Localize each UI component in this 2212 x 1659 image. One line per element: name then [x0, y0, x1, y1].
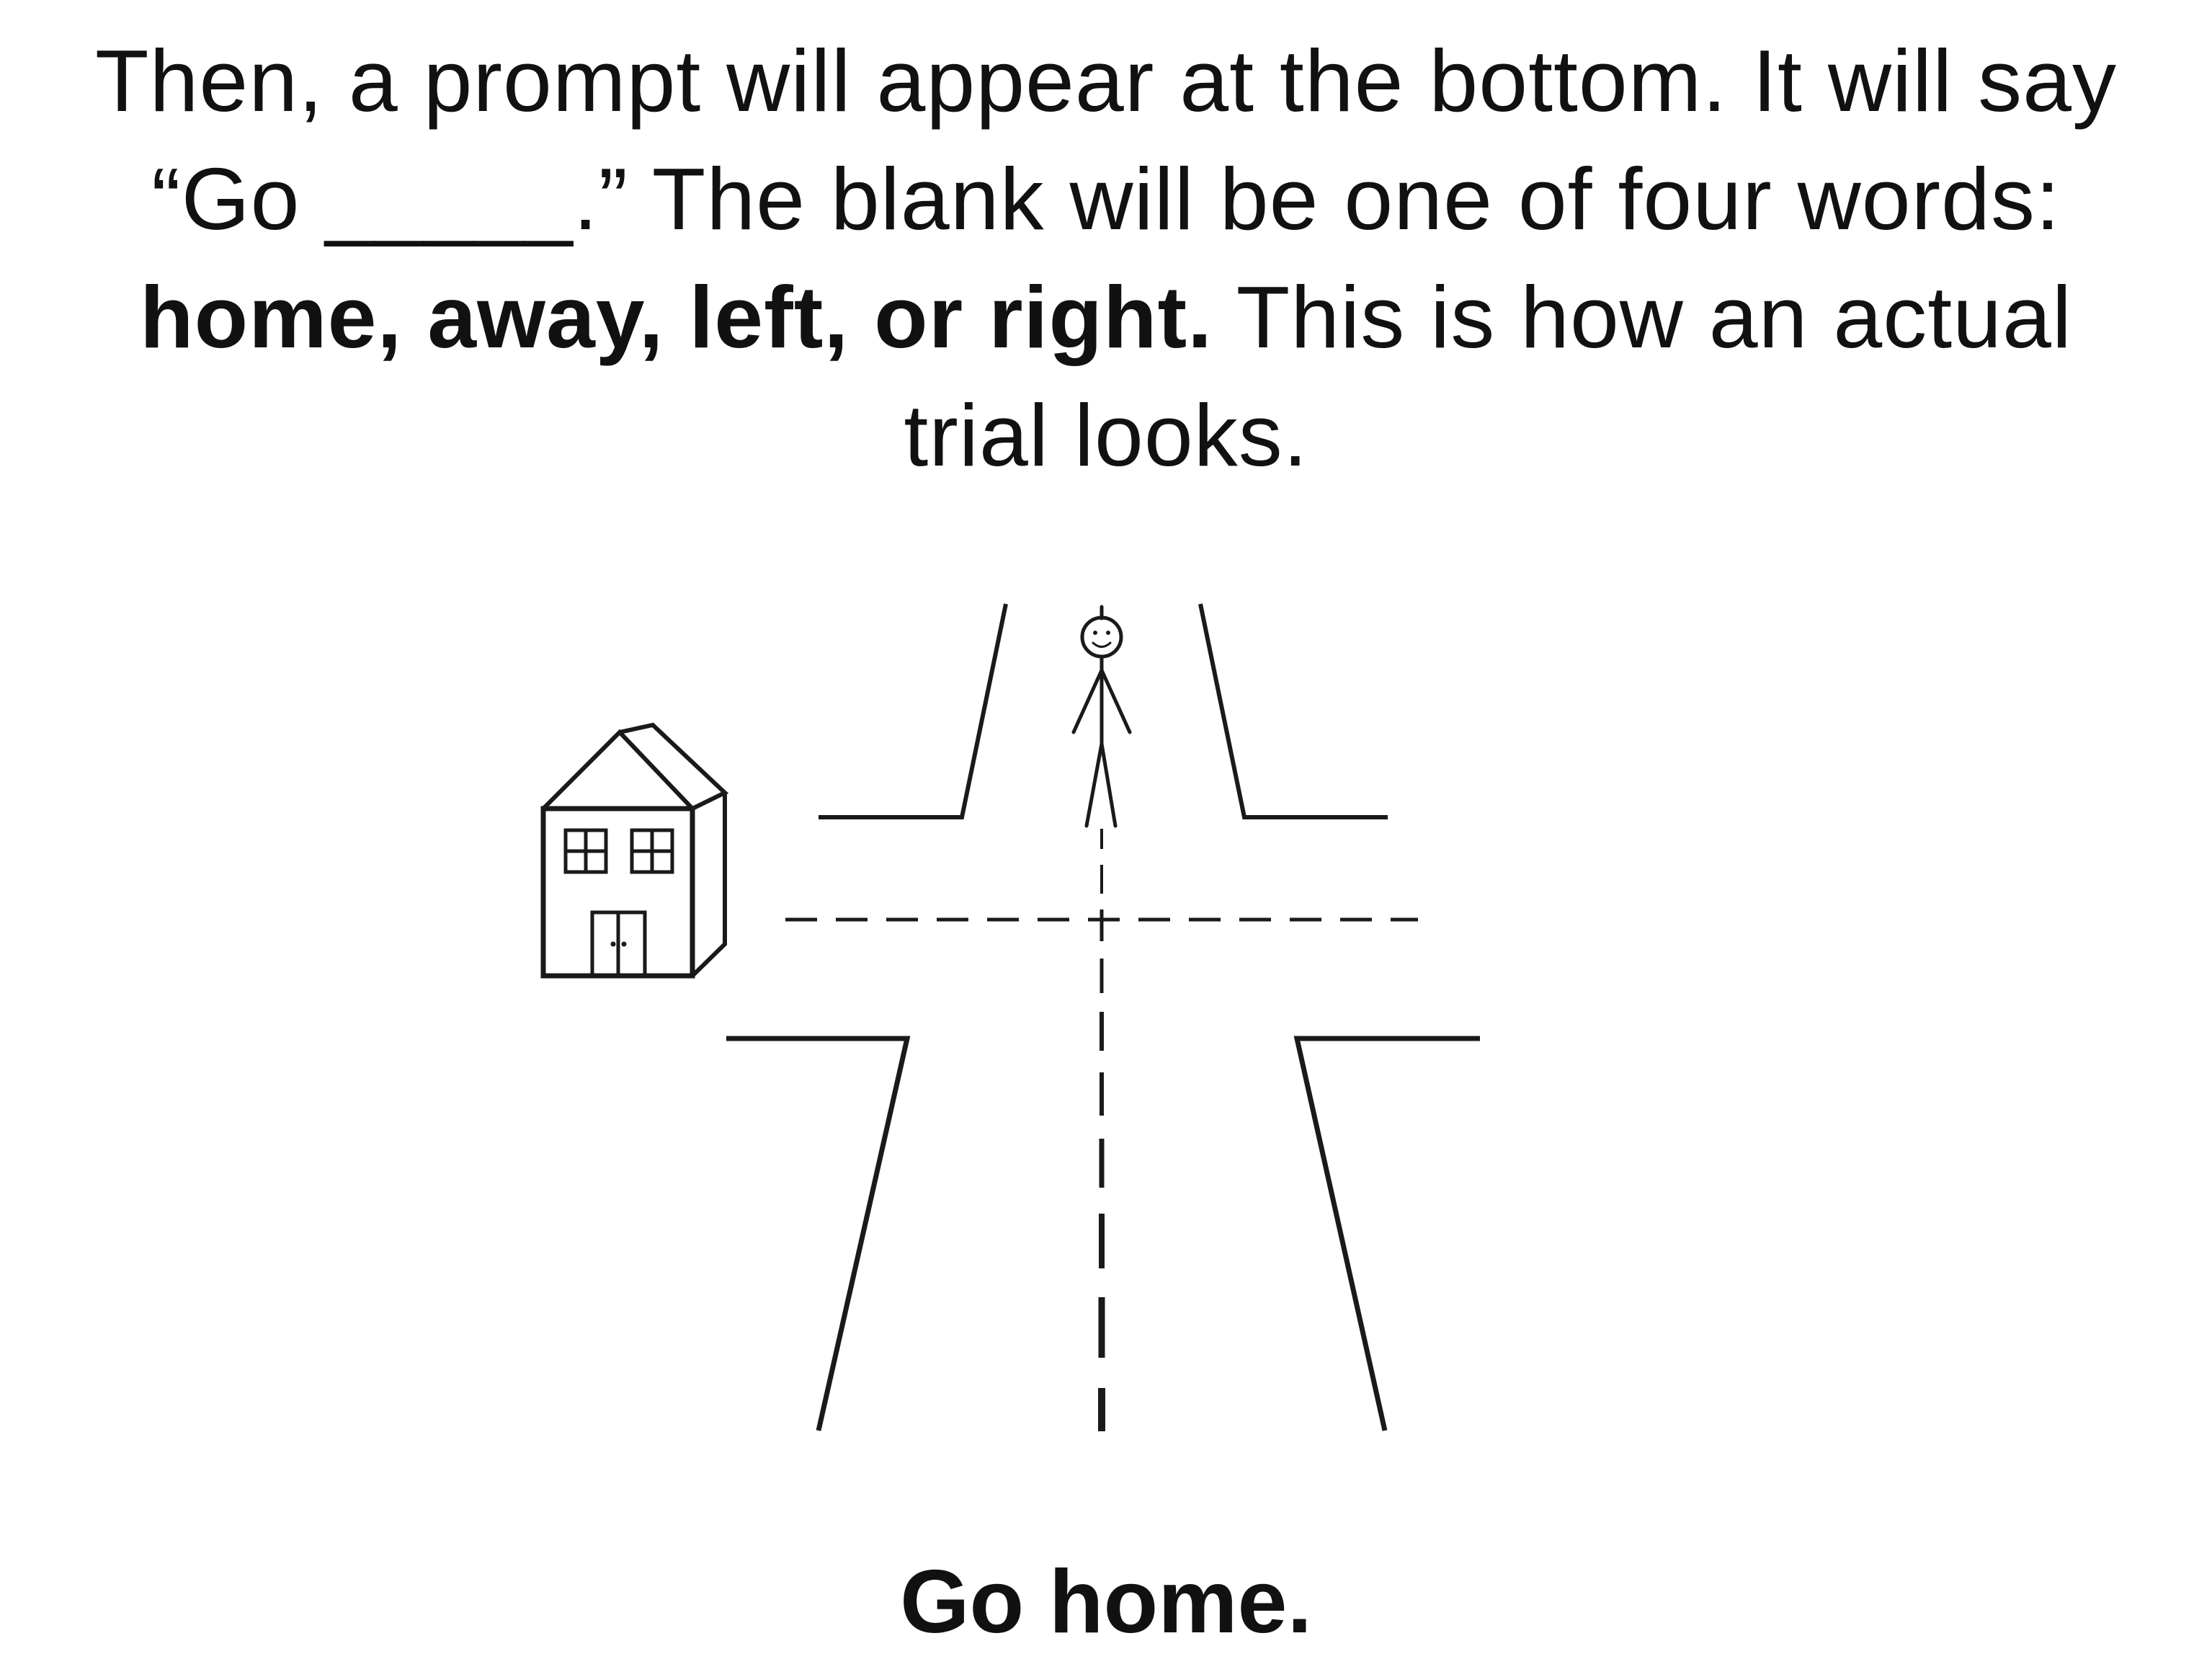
instructions-text: Then, a prompt will appear at the bottom… [94, 22, 2118, 494]
instructions-bold-words: home, away, left, or right. [140, 268, 1213, 366]
house-icon [540, 722, 729, 979]
road-edge-lower-left [726, 1036, 911, 1431]
person-head [1080, 615, 1123, 659]
person-eye-right [1106, 631, 1110, 635]
person-arm-right [1100, 668, 1132, 734]
house-roof-side [619, 722, 729, 811]
road-edge-lower-right [1293, 1036, 1480, 1431]
intersection-road-icon [726, 603, 1480, 1431]
person-leg-right [1100, 742, 1118, 828]
house-door [590, 910, 647, 976]
person-smile [1092, 641, 1112, 648]
person-leg-left [1084, 742, 1104, 828]
house-side-wall [690, 793, 727, 978]
house-window-right [630, 828, 674, 874]
house-window-left [563, 828, 608, 874]
stick-figure-person-icon [1071, 605, 1132, 828]
person-arm-left [1071, 668, 1104, 734]
instructions-part-1: Then, a prompt will appear at the bottom… [94, 32, 2118, 248]
trial-prompt: Go home. [900, 1552, 1312, 1652]
road-edge-upper-right [1198, 603, 1388, 819]
road-edge-upper-left [819, 603, 1008, 819]
instructions-part-2: This is how an actual trial looks. [904, 268, 2072, 484]
person-eye-left [1093, 631, 1097, 635]
